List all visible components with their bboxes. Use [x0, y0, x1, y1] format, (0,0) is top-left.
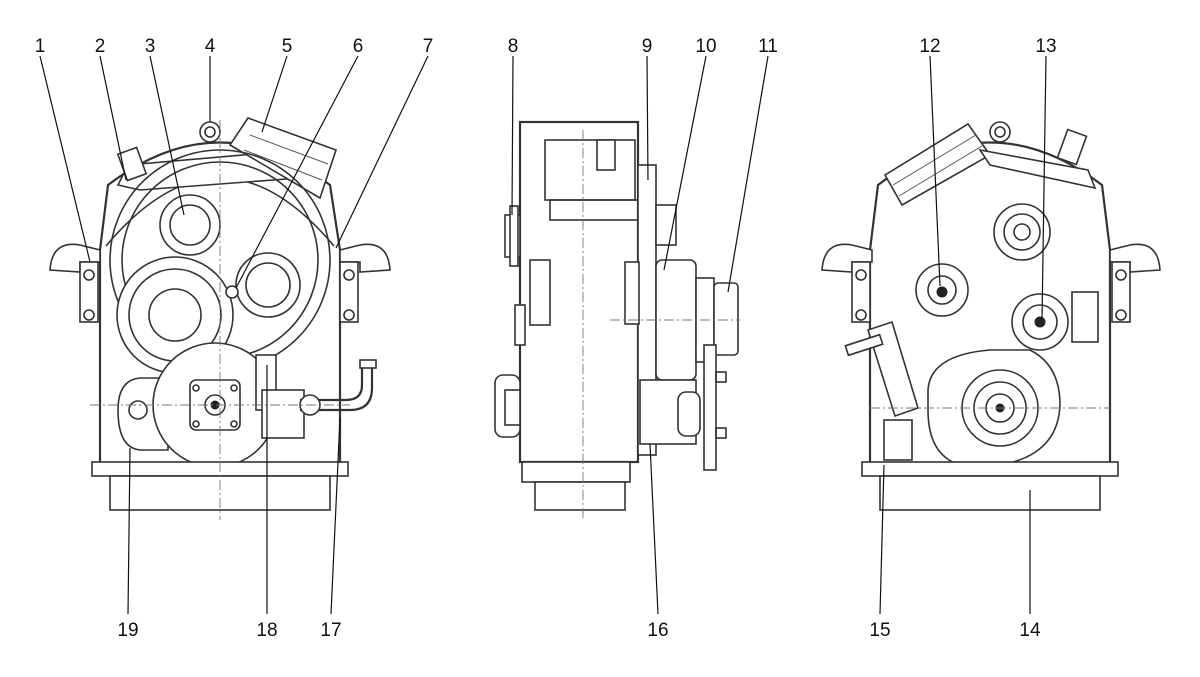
middle-view [494, 120, 740, 520]
callout-5: 5 [282, 36, 293, 57]
callout-2: 2 [95, 36, 106, 57]
callout-7: 7 [423, 36, 434, 57]
right-nameplate [1071, 291, 1099, 343]
callout-19: 19 [117, 620, 138, 641]
callout-8: 8 [508, 36, 519, 57]
right-lifting-eye [989, 121, 1011, 143]
middle-base [521, 461, 631, 483]
callout-18: 18 [256, 620, 277, 641]
right-base [861, 461, 1119, 477]
right-lower-cover [927, 349, 1061, 466]
right-bearing-cover-top [993, 203, 1051, 261]
left-oil-pipe [300, 365, 374, 412]
callout-1: 1 [35, 36, 46, 57]
middle-coupling [713, 282, 739, 356]
middle-mount-plate [703, 344, 717, 471]
callout-13: 13 [1035, 36, 1056, 57]
callout-11: 11 [758, 36, 778, 57]
callout-12: 12 [919, 36, 940, 57]
callout-9: 9 [642, 36, 653, 57]
callout-6: 6 [353, 36, 364, 57]
callout-14: 14 [1019, 620, 1041, 641]
callout-10: 10 [695, 36, 716, 57]
callout-16: 16 [647, 620, 668, 641]
left-lifting-eye [199, 121, 221, 143]
left-top-cover [228, 117, 338, 200]
callout-17: 17 [320, 620, 341, 641]
left-view [49, 117, 391, 520]
callout-15: 15 [869, 620, 890, 641]
callout-3: 3 [145, 36, 156, 57]
left-gear-3 [159, 194, 221, 256]
right-view [821, 121, 1161, 511]
left-housing-outline [98, 141, 342, 472]
callout-labels: 1 2 3 4 5 6 7 8 9 10 11 12 13 14 15 16 1… [35, 36, 1057, 641]
leader-lines [39, 55, 1047, 615]
callout-4: 4 [205, 36, 216, 57]
